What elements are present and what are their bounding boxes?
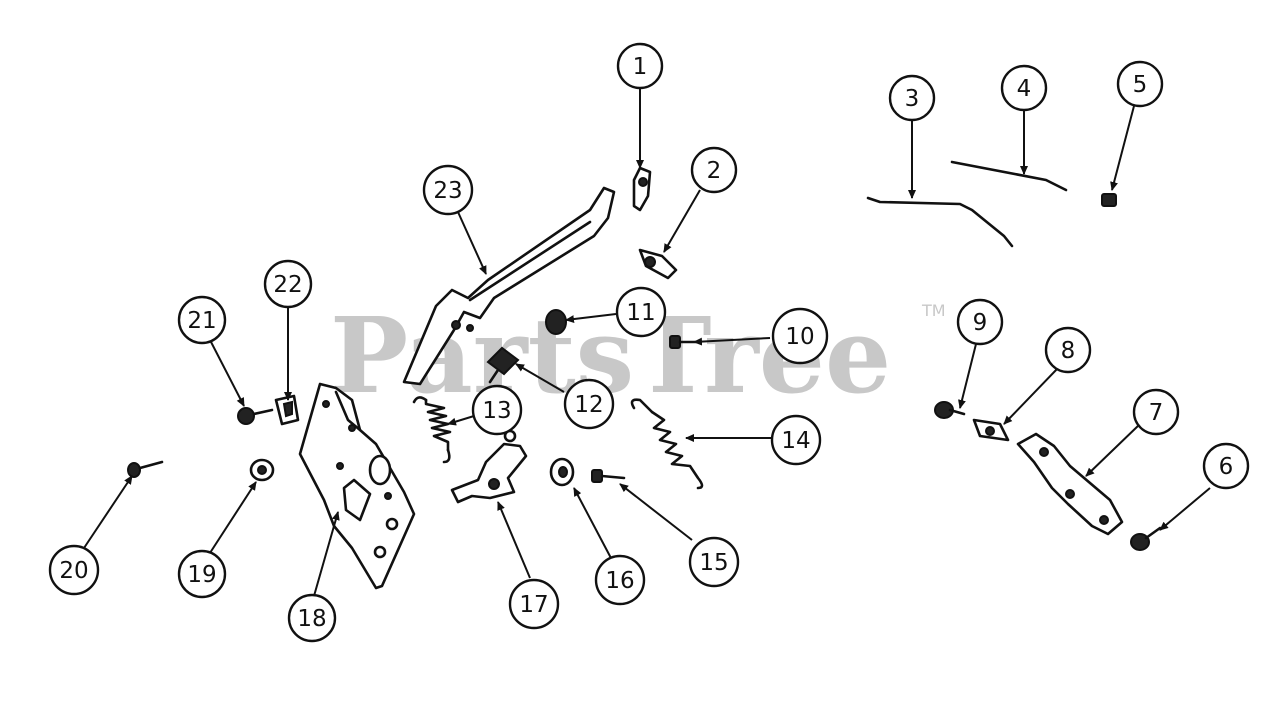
watermark-trademark: TM	[921, 301, 946, 320]
callout-14-label: 14	[781, 428, 810, 454]
part-7-bracket	[1016, 432, 1124, 536]
callout-21-label: 21	[187, 308, 216, 334]
part-9-bolt	[934, 401, 966, 419]
callout-20: 20	[48, 544, 100, 596]
callout-4-label: 4	[1017, 76, 1032, 102]
callout-11: 11	[615, 286, 667, 338]
callout-13-label: 13	[482, 398, 511, 424]
part-21-bolt	[237, 407, 274, 425]
part-12-bolt	[486, 346, 520, 384]
part-11-knob	[545, 309, 567, 335]
callout-11-label: 11	[626, 300, 655, 326]
callout-9: 9	[956, 298, 1004, 346]
callout-13: 13	[471, 384, 523, 436]
part-6-screw	[1130, 526, 1162, 551]
part-19-nut	[249, 458, 275, 482]
part-16-washer	[549, 457, 575, 487]
callout-1-label: 1	[633, 54, 648, 80]
callout-12: 12	[563, 378, 615, 430]
callout-10-label: 10	[785, 324, 814, 350]
callout-9-label: 9	[973, 310, 988, 336]
part-1-clip	[632, 166, 652, 212]
callout-1: 1	[616, 42, 664, 90]
part-10-screw	[669, 335, 702, 349]
part-15-screw	[591, 469, 626, 483]
part-3-rod	[866, 196, 1014, 248]
callout-8-label: 8	[1061, 338, 1076, 364]
part-14-spring	[630, 398, 704, 490]
callout-20-label: 20	[59, 558, 88, 584]
callout-14: 14	[770, 414, 822, 466]
callout-3: 3	[888, 74, 936, 122]
callout-5: 5	[1116, 60, 1164, 108]
callout-8: 8	[1044, 326, 1092, 374]
callout-3-label: 3	[905, 86, 920, 112]
callout-15-label: 15	[699, 550, 728, 576]
callout-21: 21	[177, 295, 227, 345]
callout-18-label: 18	[297, 606, 326, 632]
callout-16-label: 16	[605, 568, 634, 594]
callout-7-label: 7	[1149, 400, 1164, 426]
callout-16: 16	[594, 554, 646, 606]
callout-22: 22	[263, 259, 313, 309]
callout-2: 2	[690, 146, 738, 194]
callout-15: 15	[688, 536, 740, 588]
part-8-block	[972, 418, 1010, 442]
callout-19-label: 19	[187, 562, 216, 588]
part-20-bolt	[127, 460, 164, 478]
callout-6: 6	[1202, 442, 1250, 490]
callout-23: 23	[422, 164, 474, 216]
part-22-clip	[274, 394, 300, 426]
part-2-bolt	[638, 248, 678, 280]
part-13-spring	[412, 396, 452, 464]
callout-7: 7	[1132, 388, 1180, 436]
part-4-rod	[950, 160, 1068, 192]
part-18-plate	[298, 382, 416, 590]
callout-19: 19	[177, 549, 227, 599]
callout-5-label: 5	[1133, 72, 1148, 98]
part-23-control-lever	[402, 186, 616, 386]
callout-18: 18	[287, 593, 337, 643]
part-17-bracket	[450, 429, 528, 504]
callout-12-label: 12	[574, 392, 603, 418]
callout-6-label: 6	[1219, 454, 1234, 480]
part-5-nut	[1101, 193, 1117, 207]
callout-22-label: 22	[273, 272, 302, 298]
callout-17: 17	[508, 578, 560, 630]
callout-2-label: 2	[707, 158, 722, 184]
callout-17-label: 17	[519, 592, 548, 618]
callout-23-label: 23	[433, 178, 462, 204]
callout-4: 4	[1000, 64, 1048, 112]
leader-lines	[83, 88, 1211, 597]
callout-10: 10	[771, 307, 829, 365]
